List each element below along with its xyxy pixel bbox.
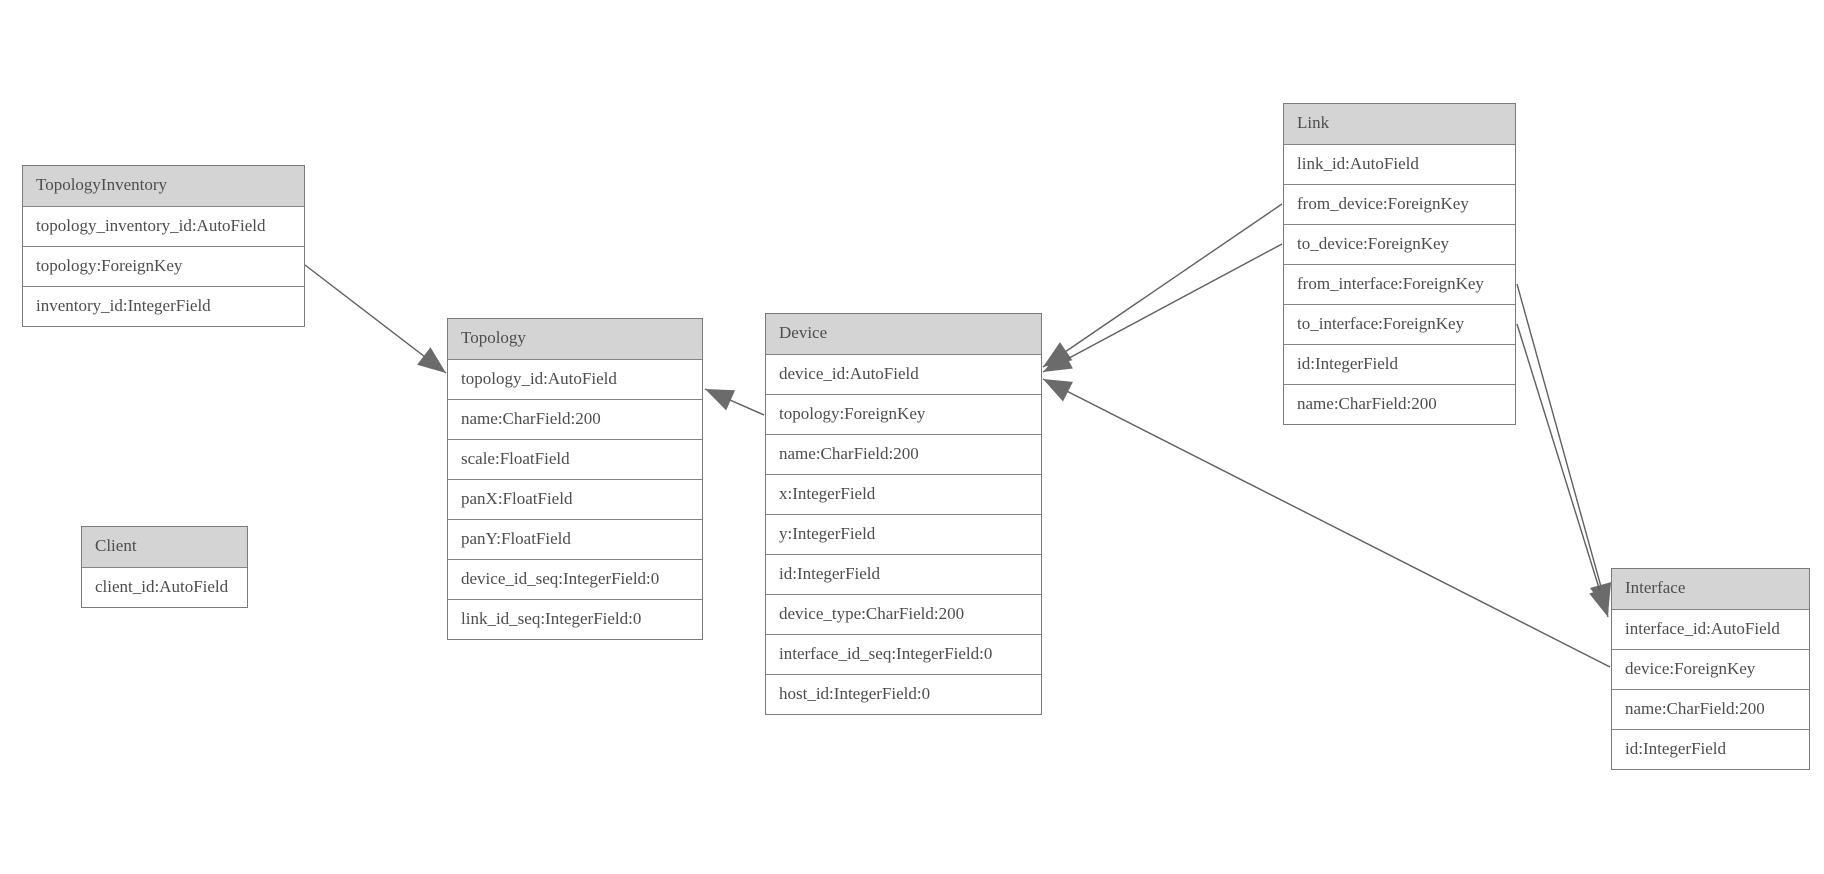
entity-topology-inventory-title: TopologyInventory [23,166,304,206]
entity-interface: Interface interface_id:AutoField device:… [1611,568,1810,770]
field-device-type: device_type:CharField:200 [766,594,1041,634]
field-device-fk: device:ForeignKey [1612,649,1809,689]
field-y: y:IntegerField [766,514,1041,554]
entity-client-title: Client [82,527,247,567]
field-device-id: device_id:AutoField [766,354,1041,394]
field-link-id-seq: link_id_seq:IntegerField:0 [448,599,702,639]
field-name: name:CharField:200 [1612,689,1809,729]
field-name: name:CharField:200 [448,399,702,439]
entity-link-title: Link [1284,104,1515,144]
entity-link: Link link_id:AutoField from_device:Forei… [1283,103,1516,425]
relation-device-topology [704,388,765,416]
entity-client: Client client_id:AutoField [81,526,248,608]
field-interface-id: interface_id:AutoField [1612,609,1809,649]
field-id: id:IntegerField [766,554,1041,594]
field-interface-id-seq: interface_id_seq:IntegerField:0 [766,634,1041,674]
field-scale: scale:FloatField [448,439,702,479]
field-device-id-seq: device_id_seq:IntegerField:0 [448,559,702,599]
field-to-device: to_device:ForeignKey [1284,224,1515,264]
field-inventory-id: inventory_id:IntegerField [23,286,304,326]
relation-link-tointerface-interface [1516,323,1611,618]
field-topology-inventory-id: topology_inventory_id:AutoField [23,206,304,246]
field-from-device: from_device:ForeignKey [1284,184,1515,224]
field-from-interface: from_interface:ForeignKey [1284,264,1515,304]
relation-link-fromdevice-device [1042,203,1283,368]
entity-device: Device device_id:AutoField topology:Fore… [765,313,1042,715]
field-host-id: host_id:IntegerField:0 [766,674,1041,714]
field-id: id:IntegerField [1612,729,1809,769]
field-to-interface: to_interface:ForeignKey [1284,304,1515,344]
relation-topologyinventory-topology [304,264,447,374]
relation-link-todevice-device [1042,243,1283,373]
field-client-id: client_id:AutoField [82,567,247,607]
field-link-id: link_id:AutoField [1284,144,1515,184]
field-topology-fk: topology:ForeignKey [23,246,304,286]
field-name: name:CharField:200 [766,434,1041,474]
field-topology-fk: topology:ForeignKey [766,394,1041,434]
entity-topology-title: Topology [448,319,702,359]
relation-link-frominterface-interface [1516,283,1612,613]
field-panx: panX:FloatField [448,479,702,519]
field-x: x:IntegerField [766,474,1041,514]
field-name: name:CharField:200 [1284,384,1515,424]
entity-topology: Topology topology_id:AutoField name:Char… [447,318,703,640]
field-topology-id: topology_id:AutoField [448,359,702,399]
field-id: id:IntegerField [1284,344,1515,384]
entity-device-title: Device [766,314,1041,354]
entity-topology-inventory: TopologyInventory topology_inventory_id:… [22,165,305,327]
field-pany: panY:FloatField [448,519,702,559]
entity-interface-title: Interface [1612,569,1809,609]
